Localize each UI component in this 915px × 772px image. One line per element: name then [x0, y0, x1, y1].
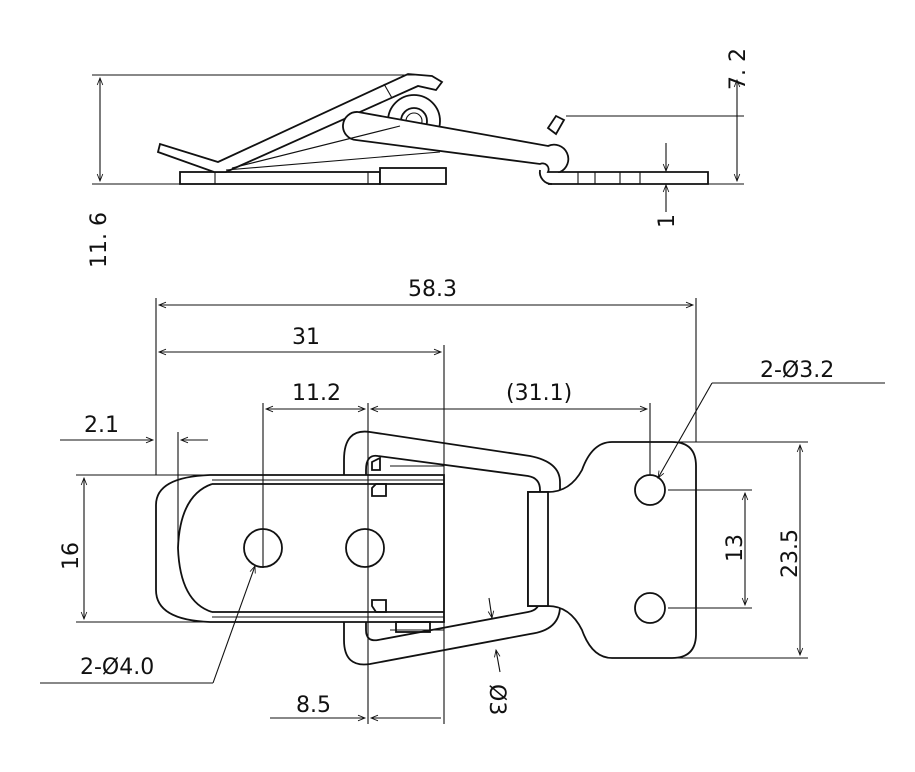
- top-view: 58.3 31 11.2 (31.1) 2.1 16 13 23.5: [40, 277, 885, 724]
- dim-keeper-width: 23.5: [778, 529, 803, 578]
- side-lever: [156, 73, 444, 173]
- side-base-plate-raised: [379, 167, 447, 185]
- dim-reference-length: (31.1): [506, 381, 572, 406]
- side-wire-loop: [342, 111, 570, 173]
- dim-plate-thickness: 1: [655, 214, 680, 228]
- dim-edge-offset: 2.1: [84, 413, 119, 438]
- side-keeper-plate: [548, 171, 709, 185]
- callout-base-holes: 2-Ø4.0: [80, 655, 154, 680]
- top-base-plate: [155, 474, 445, 623]
- dim-hole-to-line: 8.5: [296, 693, 331, 718]
- dim-overall-height: 11. 6: [87, 212, 112, 268]
- dim-hole-pitch-right: 13: [723, 534, 748, 562]
- dim-to-center-line: 31: [292, 325, 320, 350]
- dim-overall-length: 58.3: [408, 277, 457, 302]
- dim-wire-diameter: Ø3: [484, 684, 509, 715]
- callout-keeper-holes: 2-Ø3.2: [760, 358, 834, 383]
- dim-hole-pitch-left: 11.2: [292, 381, 341, 406]
- keeper-hole-2: [634, 592, 666, 624]
- dim-base-width: 16: [59, 542, 84, 570]
- side-view: 11. 6 7. 2 1: [87, 48, 751, 268]
- side-hook-tab: [546, 114, 566, 136]
- dim-hook-height: 7. 2: [726, 48, 751, 90]
- base-hole-2: [345, 528, 385, 568]
- side-base-plate: [179, 171, 381, 185]
- keeper-hole-1: [634, 474, 666, 506]
